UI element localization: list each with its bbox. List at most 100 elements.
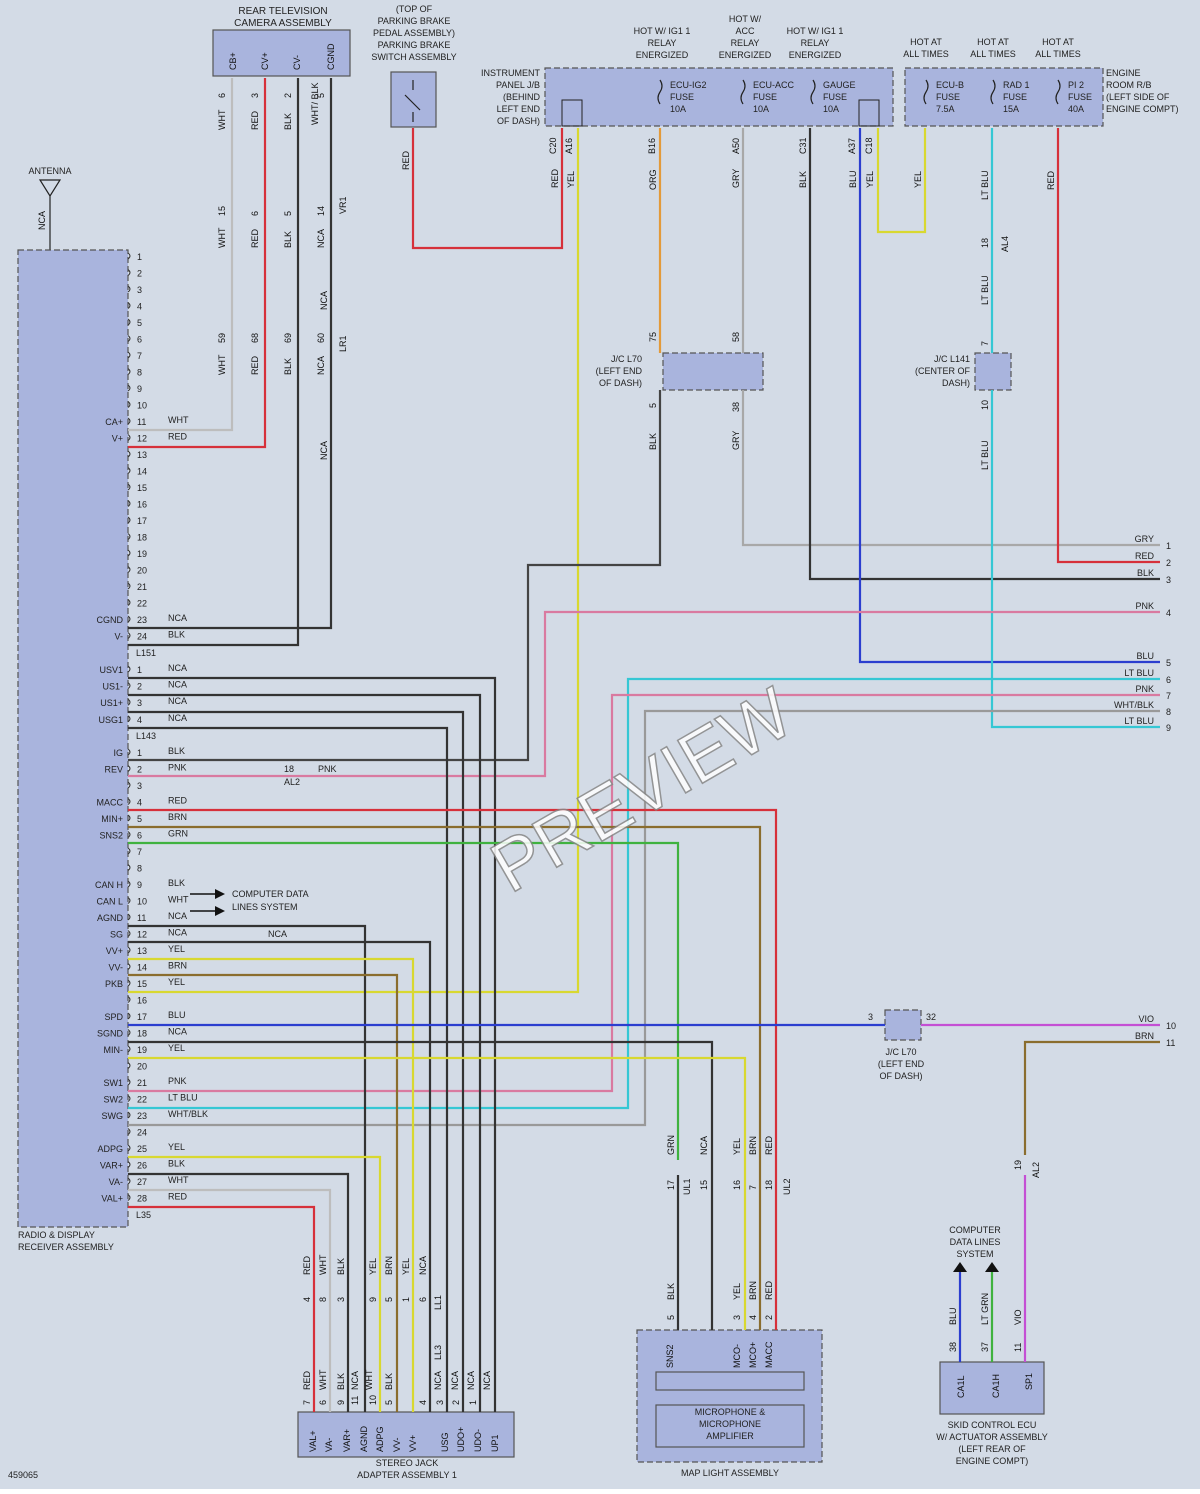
cam-row3-pin-1: 68 [250, 333, 260, 343]
radio-pin-54-name: VA- [109, 1177, 123, 1187]
jack-bot-color-5: BLK [384, 1373, 394, 1390]
l141-pin-1: 7 [980, 341, 990, 346]
antenna-nca: NCA [37, 211, 47, 230]
radio-pin-25-wire: NCA [168, 680, 187, 690]
skid-wire-pin-37: 37 [980, 1342, 990, 1352]
fuse-1-fuse: FUSE [753, 92, 777, 102]
fuse-1-hot2: RELAY [731, 38, 760, 48]
map-wire-color-3: RED [764, 1280, 774, 1300]
jc-l141-label-1: J/C L141 [934, 354, 970, 364]
jack-top-color-0: RED [302, 1255, 312, 1275]
jack-bot-color-9: NCA [482, 1371, 492, 1390]
cam-row1-pin-3: 5 [316, 93, 326, 98]
radio-pin-48-num: 21 [137, 1078, 147, 1088]
ul-color-4: RED [764, 1135, 774, 1155]
cam-row1-pin-2: 2 [283, 93, 293, 98]
right-term-5: 5 [1166, 658, 1171, 668]
skid-wire-color-2: VIO [1013, 1309, 1023, 1325]
jc-l141-label-2: (CENTER OF [915, 366, 971, 376]
radio-pin-0-num: 1 [137, 252, 142, 262]
fuse-4-icon [990, 79, 996, 105]
fuse-5-hot1: HOT AT [1042, 37, 1074, 47]
jack-bot-color-6: NCA [433, 1371, 443, 1390]
right-term-8: 8 [1166, 707, 1171, 717]
l141-color-2: LT BLU [980, 440, 990, 470]
fuse-0-fuse: FUSE [670, 92, 694, 102]
top-conn-A16: A16 [564, 138, 574, 154]
pb-label-2: PARKING BRAKE [378, 16, 451, 26]
cam-row2-color-0: WHT [217, 227, 227, 248]
radio-pin-41-num: 14 [137, 963, 147, 973]
jc-l70-bottom-label-3: OF DASH) [879, 1071, 922, 1081]
radio-pin-29-wire: PNK [168, 763, 187, 773]
ipjb-label-1: INSTRUMENT [481, 68, 540, 78]
cam-row3-color-1: RED [250, 355, 260, 375]
radio-pin-40-wire: YEL [168, 944, 185, 954]
cam-row3-color-0: WHT [217, 354, 227, 375]
cam-row3-color-2: BLK [283, 358, 293, 375]
map-pin-mco-minus: MCO- [732, 1344, 742, 1368]
jack-bot-pin-4: 10 [368, 1395, 378, 1405]
radio-pin-28-num: 1 [137, 748, 142, 758]
map-pin-sns2: SNS2 [665, 1344, 675, 1368]
jack-top-color-1: WHT [318, 1254, 328, 1275]
fuse-2-hot3: ENERGIZED [789, 50, 842, 60]
jack-bot-color-8: NCA [466, 1371, 476, 1390]
radio-pin-33-wire: GRN [168, 829, 188, 839]
skid-label-1: SKID CONTROL ECU [948, 1420, 1037, 1430]
al2-pin-18: 18 [284, 764, 294, 774]
radio-pin-55-num: 28 [137, 1194, 147, 1204]
wire-label-yel-a16: YEL [566, 171, 576, 188]
radio-pin-22-num: 23 [137, 615, 147, 625]
radio-pin-26-name: US1+ [100, 698, 123, 708]
fuse-2-hot2: RELAY [801, 38, 830, 48]
radio-pin-53-num: 26 [137, 1161, 147, 1171]
radio-pin-40-num: 13 [137, 946, 147, 956]
jack-top-pin-1: 8 [318, 1297, 328, 1302]
fuse-3-hot1: HOT AT [910, 37, 942, 47]
cam-row1-pin-1: 3 [250, 93, 260, 98]
cam-row2-pin-1: 6 [250, 211, 260, 216]
radio-pin-39-num: 12 [137, 930, 147, 940]
cam-pin-cb: CB+ [228, 52, 238, 70]
radio-pin-27-name: USG1 [98, 715, 123, 725]
right-term-4-color: PNK [1135, 601, 1154, 611]
fuse-4-amp: 15A [1003, 104, 1019, 114]
map-wire-color-1: YEL [732, 1283, 742, 1300]
radio-pin-51-num: 24 [137, 1128, 147, 1138]
radio-pin-6-num: 7 [137, 351, 142, 361]
jack-bot-pin-8: 2 [451, 1400, 461, 1405]
cam-pin-cv-minus: CV- [292, 55, 302, 70]
wire-label-red-pi2: RED [1046, 170, 1056, 190]
map-wire-pin-5: 5 [666, 1315, 676, 1320]
mic-amp-label-3: AMPLIFIER [706, 1431, 754, 1441]
microphone-amplifier [655, 1404, 805, 1448]
jack-pin-UDO-: UDO- [473, 1429, 483, 1452]
radio-pin-5-num: 6 [137, 335, 142, 345]
jack-pin-VV+: VV+ [408, 1435, 418, 1452]
rear-camera-label-1: REAR TELEVISION [238, 6, 327, 17]
right-term-6: 6 [1166, 675, 1171, 685]
skid-pin-ca1h: CA1H [991, 1374, 1001, 1398]
radio-pin-46-num: 19 [137, 1045, 147, 1055]
radio-pin-3-num: 4 [137, 302, 142, 312]
jc-top-color-gry: GRY [731, 431, 741, 450]
radio-pin-55-name: VAL+ [101, 1194, 123, 1204]
jack-pin-VAR+: VAR+ [342, 1429, 352, 1452]
ul-pin-7: 7 [748, 1185, 758, 1190]
radio-pin-45-num: 18 [137, 1029, 147, 1039]
radio-pin-40-name: VV+ [106, 946, 123, 956]
radio-pin-49-num: 22 [137, 1095, 147, 1105]
radio-pin-19-num: 20 [137, 566, 147, 576]
radio-pin-52-name: ADPG [97, 1144, 123, 1154]
radio-pin-23-name: V- [114, 632, 123, 642]
ul-pin-15: 15 [699, 1180, 709, 1190]
jc-bot-pin-3: 3 [868, 1012, 873, 1022]
ul-pin-18: 18 [764, 1180, 774, 1190]
radio-pin-20-num: 21 [137, 582, 147, 592]
conn-l151: L151 [136, 648, 156, 658]
radio-pin-26-wire: NCA [168, 696, 187, 706]
fuse-1-amp: 10A [753, 104, 769, 114]
skid-label-3: (LEFT REAR OF [958, 1444, 1026, 1454]
